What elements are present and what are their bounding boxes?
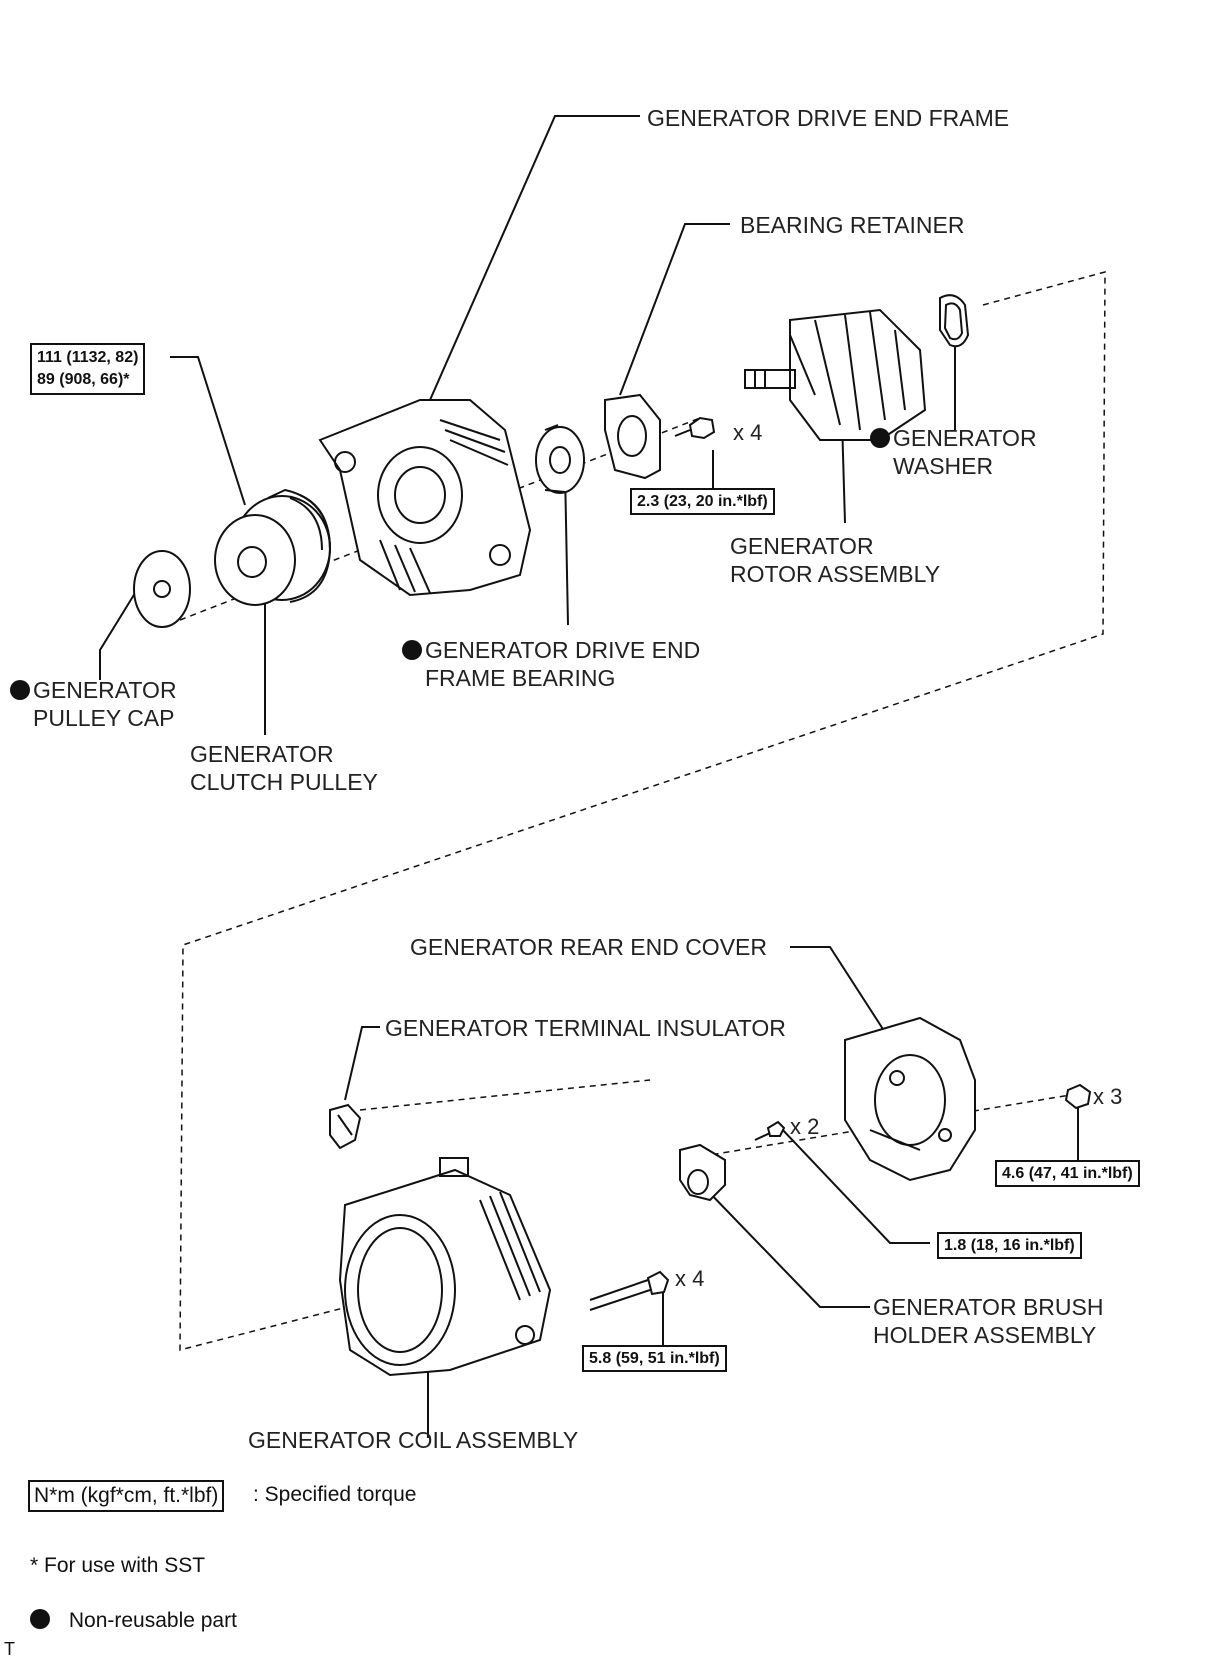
leader-insulator — [344, 1026, 380, 1101]
label-brush-holder: GENERATOR BRUSH HOLDER ASSEMBLY — [873, 1293, 1103, 1349]
torque-through-bolt: 5.8 (59, 51 in.*lbf) — [582, 1345, 727, 1372]
terminal-insulator-part — [329, 1103, 362, 1150]
non-reusable-marker-icon — [10, 680, 30, 700]
label-clutch-pulley-line1: GENERATOR — [190, 741, 334, 767]
legend-torque-units: N*m (kgf*cm, ft.*lbf) — [28, 1480, 225, 1512]
label-rear-end-cover: GENERATOR REAR END COVER — [410, 934, 767, 960]
axis-lower-dashed — [359, 1079, 651, 1111]
torque-cover-nut: 4.6 (47, 41 in.*lbf) — [995, 1160, 1140, 1187]
qty-retainer-bolt: x 4 — [733, 420, 763, 445]
label-brush-holder-line2: HOLDER ASSEMBLY — [873, 1322, 1097, 1348]
through-bolt-part — [589, 1270, 670, 1311]
leader-bearing-retainer — [619, 223, 730, 396]
label-brush-holder-line1: GENERATOR BRUSH — [873, 1294, 1104, 1320]
torque-retainer-bolt: 2.3 (23, 20 in.*lbf) — [630, 488, 775, 515]
label-clutch-pulley-line2: CLUTCH PULLEY — [190, 769, 378, 795]
pulley-cap-part — [133, 550, 191, 628]
rear-end-cover-part — [844, 1016, 976, 1182]
label-bearing-retainer: BEARING RETAINER — [740, 212, 965, 238]
leader-bearing — [564, 469, 569, 626]
label-rotor-line2: ROTOR ASSEMBLY — [730, 561, 941, 587]
coil-assembly-part — [338, 1157, 552, 1377]
label-washer-line1: GENERATOR — [893, 425, 1037, 451]
label-rotor: GENERATOR ROTOR ASSEMBLY — [730, 532, 940, 588]
label-coil-assembly: GENERATOR COIL ASSEMBLY — [248, 1427, 579, 1453]
label-pulley-cap: GENERATOR PULLEY CAP — [10, 676, 177, 732]
brush-screw-part — [754, 1120, 786, 1141]
label-drive-end-frame: GENERATOR DRIVE END FRAME — [647, 105, 1010, 131]
generator-washer-part — [939, 294, 970, 348]
label-clutch-pulley: GENERATOR CLUTCH PULLEY — [190, 740, 378, 796]
assembly-axis-dashed — [179, 271, 1106, 1351]
drive-end-bearing-part — [535, 424, 585, 494]
drive-end-frame-part — [318, 399, 532, 597]
torque-pulley: 111 (1132, 82) 89 (908, 66)* — [30, 343, 146, 395]
legend-torque-text: : Specified torque — [253, 1483, 417, 1506]
leader-brush-holder — [704, 1187, 870, 1308]
leader-drive-end-frame — [429, 115, 640, 401]
non-reusable-marker-icon — [30, 1609, 50, 1629]
brush-holder-part — [679, 1143, 726, 1202]
label-bearing-line1: GENERATOR DRIVE END — [425, 637, 701, 663]
torque-pulley-line1: 111 (1132, 82) — [37, 349, 139, 366]
clutch-pulley-part — [214, 488, 332, 606]
torque-pulley-line2: 89 (908, 66)* — [37, 371, 130, 388]
leader-pulley-cap — [99, 584, 141, 680]
label-drive-end-bearing: GENERATOR DRIVE END FRAME BEARING — [402, 636, 700, 692]
label-washer-line2: WASHER — [893, 453, 994, 479]
label-washer: GENERATOR WASHER — [870, 424, 1037, 480]
legend-sst-note: * For use with SST — [30, 1554, 206, 1577]
non-reusable-marker-icon — [870, 428, 890, 448]
non-reusable-marker-icon — [402, 640, 422, 660]
torque-brush-screw: 1.8 (18, 16 in.*lbf) — [937, 1232, 1082, 1259]
rotor-assembly-part — [744, 308, 927, 441]
retainer-bolt-part — [674, 416, 716, 440]
leader-rear-cover — [790, 946, 891, 1041]
legend-non-reusable-text: Non-reusable part — [68, 1609, 237, 1632]
leader-pulley-torque — [170, 356, 246, 506]
qty-through-bolt: x 4 — [675, 1266, 705, 1291]
qty-brush-screw: x 2 — [790, 1114, 820, 1139]
label-bearing-line2: FRAME BEARING — [425, 665, 616, 691]
leader-brush-screw — [779, 1126, 930, 1244]
label-rotor-line1: GENERATOR — [730, 533, 874, 559]
legend-non-reusable: Non-reusable part — [30, 1608, 237, 1634]
cover-nut-part — [1064, 1083, 1092, 1110]
qty-cover-nut: x 3 — [1093, 1084, 1123, 1109]
label-pulley-cap-line1: GENERATOR — [33, 677, 177, 703]
corner-mark: T — [4, 1639, 15, 1659]
bearing-retainer-part — [604, 393, 661, 480]
label-pulley-cap-line2: PULLEY CAP — [33, 705, 175, 731]
label-terminal-insulator: GENERATOR TERMINAL INSULATOR — [385, 1015, 786, 1041]
